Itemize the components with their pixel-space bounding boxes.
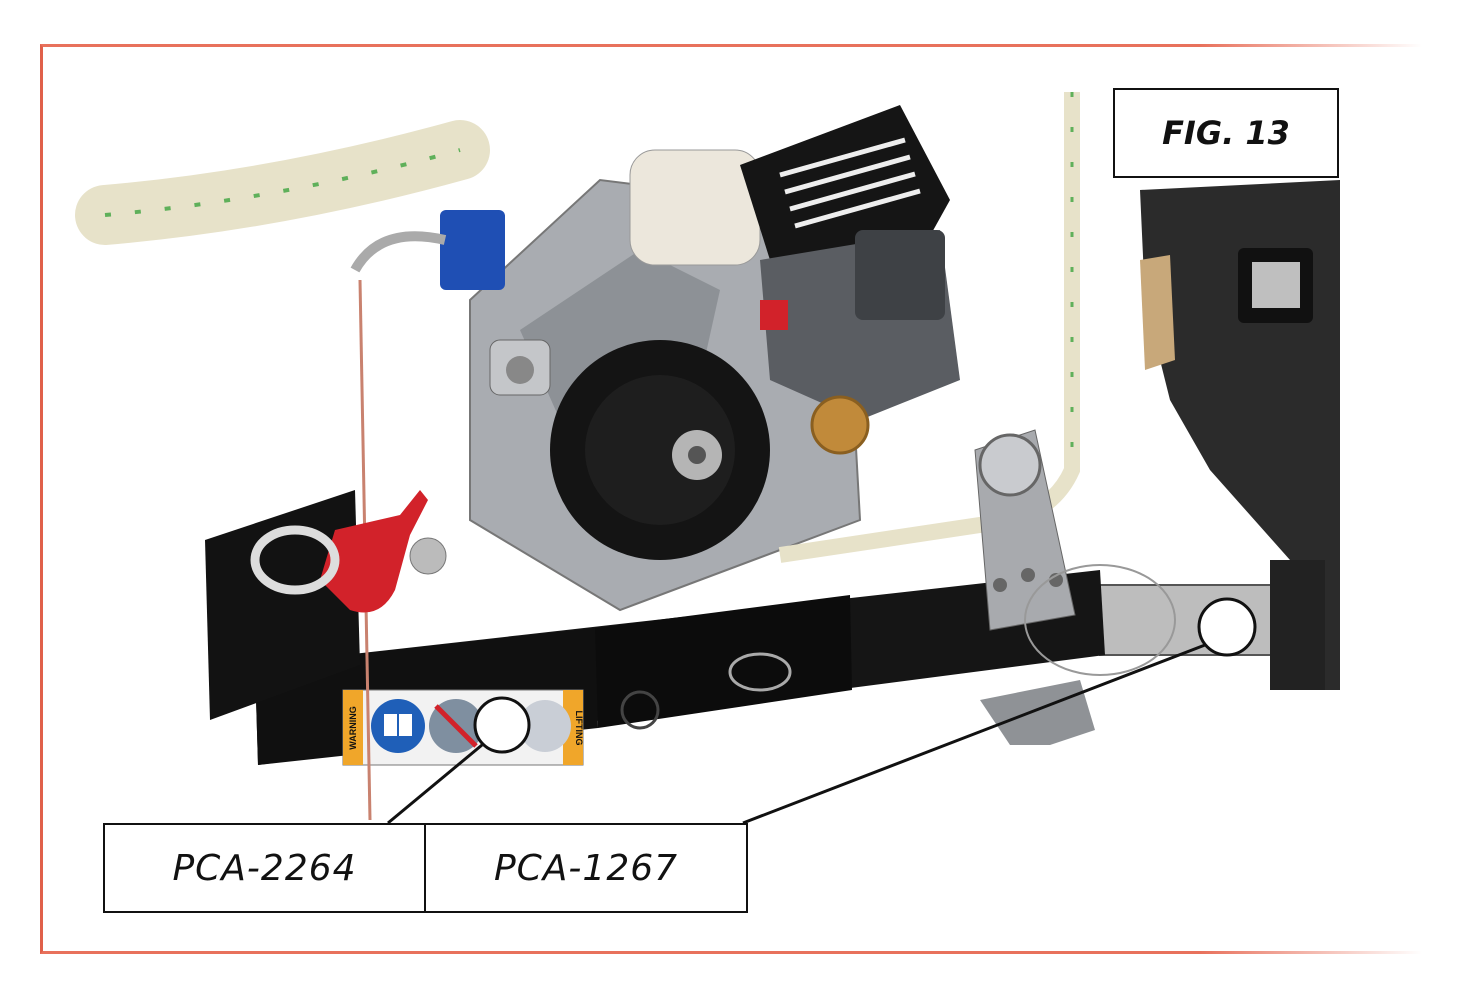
callout-label-pca-2264: PCA-2264	[103, 823, 426, 913]
callout-circle-pca-1267	[1197, 597, 1257, 657]
callout-circle-pca-2264	[473, 696, 531, 754]
figure-title: FIG. 13	[1113, 88, 1339, 178]
hitch-receiver	[1270, 560, 1325, 690]
vehicle-bumper	[1140, 180, 1340, 690]
roller-wheel	[810, 395, 870, 455]
leader-line-pca-2264	[387, 743, 483, 825]
snatch-block	[974, 429, 1176, 676]
decal-right-text: LIFTING	[574, 711, 584, 746]
spring-cable	[350, 231, 447, 273]
red-hook	[250, 490, 447, 613]
blue-bracket	[440, 210, 505, 290]
frame-fade-bottom	[1200, 951, 1422, 954]
engine	[629, 105, 960, 420]
rope-left	[75, 120, 490, 245]
warning-decal: WARNING LIFTING	[342, 689, 584, 766]
engine-red-switch	[760, 300, 788, 330]
t-handle	[980, 680, 1095, 745]
decal-left-text: WARNING	[348, 706, 358, 750]
callout-label-pca-1267: PCA-1267	[424, 823, 748, 913]
capstan-drum	[550, 340, 770, 560]
mounting-plate	[205, 490, 360, 720]
leader-line-pca-1267	[742, 643, 1206, 825]
figure-frame	[40, 44, 1422, 954]
frame-fade-top	[1200, 44, 1422, 47]
